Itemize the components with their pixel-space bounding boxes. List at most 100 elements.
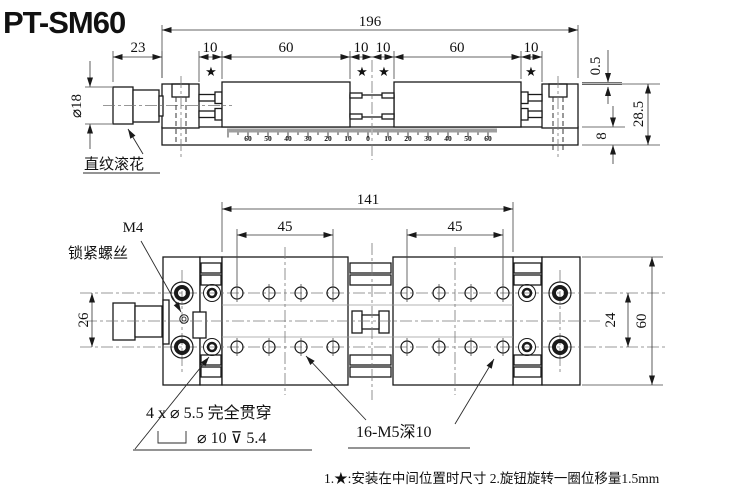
dimension-arrow [89,293,95,303]
coupling-flange [378,310,390,334]
through-holes-note-line1: 4 x ⌀ 5.5 完全贯穿 [146,404,272,422]
dimension-arrow [306,356,315,365]
dimension-arrow [605,73,611,83]
dimension-arrow [486,359,494,369]
scale-number: 30 [304,134,312,143]
counterbore-hole-bore [174,285,190,301]
lead-screw-bar [527,93,543,102]
lead-screw-bar [527,110,543,119]
scale-number: 60 [244,134,252,143]
vernier-scale-ticks [227,128,497,138]
scale-number: 40 [444,134,452,143]
scale-number: 10 [384,134,392,143]
dimension-arrow [87,124,93,134]
lead-screw-bar [198,110,216,119]
counterbore-hole-bore [552,339,568,355]
dimension-arrow [199,54,209,60]
left-end-bracket [161,83,200,129]
screw-collar [214,91,223,105]
dimension-arrow [340,54,350,60]
clamp-hole [203,338,221,356]
scale-number: 20 [404,134,412,143]
dim-knob-length: 23 [131,40,146,56]
dim-seg-mid-left: 10 [354,40,369,56]
knob-collar-plan [162,299,170,345]
dimension-arrow [372,54,382,60]
plan-view-dimension-text: 141 45 45 26 24 60 M4 锁紧螺丝 4 x ⌀ 5.5 完全贯… [68,192,650,447]
clamp-hole-bore [521,341,533,353]
knob-neck [158,95,164,117]
coupling-body [361,314,380,330]
star-marker: ★ [378,65,390,80]
counterbore-symbol [157,431,187,444]
hidden-lines [175,97,564,151]
right-end-bracket [541,83,579,129]
dimension-arrow [511,54,521,60]
dimension-arrow [649,375,655,385]
dimension-arrow [493,232,503,238]
leader-line [140,240,182,313]
dimension-arrow [162,27,172,33]
m4-label: M4 [123,220,144,236]
dimension-arrow [521,54,531,60]
dimension-arrow [222,54,232,60]
scale-number: 0 [366,134,370,143]
scale-number: 60 [484,134,492,143]
dim-hole-span-right: 45 [448,219,463,235]
clamp-hole-bore [206,287,218,299]
dimension-arrow [503,206,513,212]
clamp-hole-bore [206,341,218,353]
dimension-arrow [89,337,95,347]
dimension-arrow [113,54,123,60]
connector-tab [349,92,363,99]
dimension-arrow [394,54,404,60]
extension-lines [85,25,663,386]
scale-number: 50 [464,134,472,143]
scale-number: 10 [344,134,352,143]
dimension-arrow [212,54,222,60]
locking-screw-label: 锁紧螺丝 [68,245,128,262]
dimension-arrow [407,232,417,238]
dim-seg-mid-right: 10 [376,40,391,56]
leader-line [305,355,367,421]
dimension-arrow [323,232,333,238]
scale-number: 20 [324,134,332,143]
knurl-label: 直纹滚花 [84,156,144,173]
leader-line [134,356,210,450]
tapped-holes-note: 16-M5深10 [356,423,432,441]
leader-line [454,358,495,425]
dim-platform-length: 141 [357,192,380,208]
platform-right-block [393,81,522,128]
clamp-hole-bore [521,287,533,299]
page-title: PT-SM60 [3,5,125,40]
dimension-arrow [649,257,655,267]
counterbore-hole [548,281,572,305]
knob-shaft-plan [134,305,163,338]
scale-number: 40 [284,134,292,143]
dimension-arrow [625,337,631,347]
footer-note: 1.★:安装在中间位置时尺寸 2.旋钮旋转一圈位移量1.5mm [324,471,660,486]
dim-hole-span-left: 45 [278,219,293,235]
dimension-arrow [222,206,232,212]
counterbore-hole-bore [174,339,190,355]
dim-seg-left-block: 60 [279,40,294,56]
dimension-arrow [173,302,181,312]
dim-top-gap: 0.5 [588,57,604,76]
clamp-hole [518,284,536,302]
counterbore-hole [170,281,194,305]
clamp-hole [203,284,221,302]
dimension-arrow [605,86,611,96]
dimension-arrow [625,293,631,303]
counterbore-hole-bore [552,285,568,301]
dim-knob-diameter: ⌀18 [69,94,85,118]
dimension-arrow [610,117,616,127]
leader-arrows [127,128,495,450]
dim-base-height: 8 [594,132,610,140]
dimension-arrow [128,129,136,139]
counterbore-hole [170,335,194,359]
star-marker: ★ [205,65,217,80]
dimension-arrow [568,27,578,33]
dimension-arrow [384,54,394,60]
